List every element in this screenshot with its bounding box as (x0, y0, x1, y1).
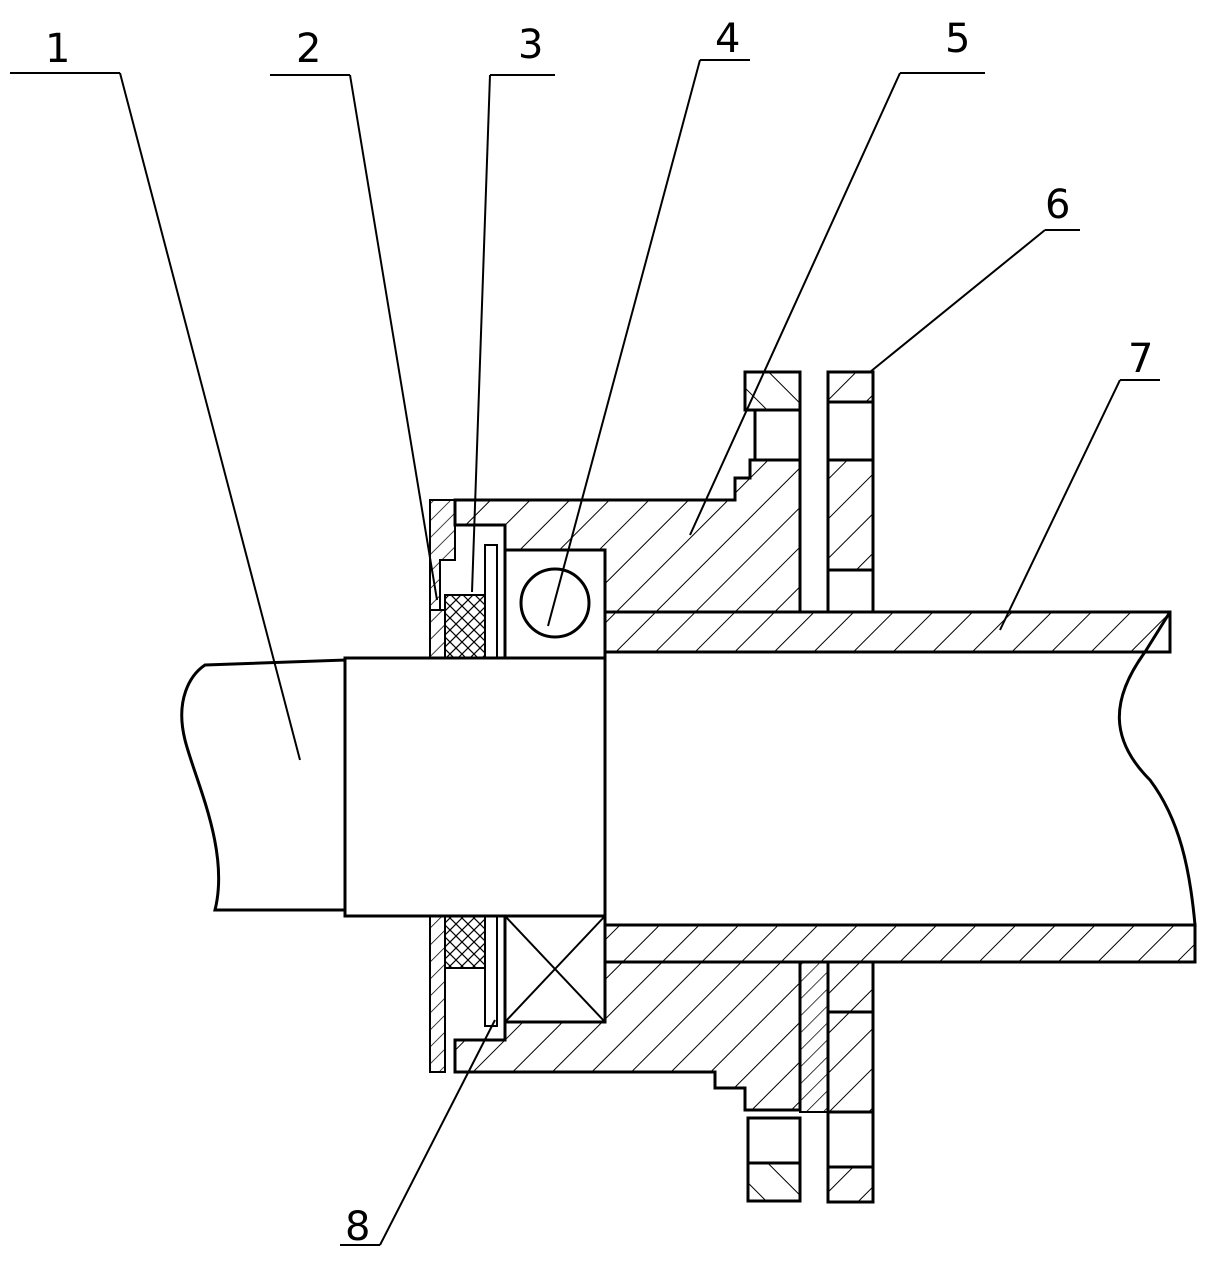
label-3: 3 (518, 22, 543, 68)
housing-lower (455, 962, 800, 1201)
flange (800, 372, 873, 1202)
sleeve (345, 658, 605, 916)
label-8: 8 (345, 1204, 370, 1250)
label-2: 2 (296, 26, 321, 72)
label-6: 6 (1045, 182, 1070, 228)
label-1: 1 (45, 26, 70, 72)
label-7: 7 (1128, 336, 1153, 382)
bearing (505, 550, 605, 1022)
seal-and-cover (430, 500, 497, 1072)
label-5: 5 (945, 16, 970, 62)
shaft (182, 660, 345, 910)
label-4: 4 (715, 16, 740, 62)
tube (605, 612, 1195, 962)
